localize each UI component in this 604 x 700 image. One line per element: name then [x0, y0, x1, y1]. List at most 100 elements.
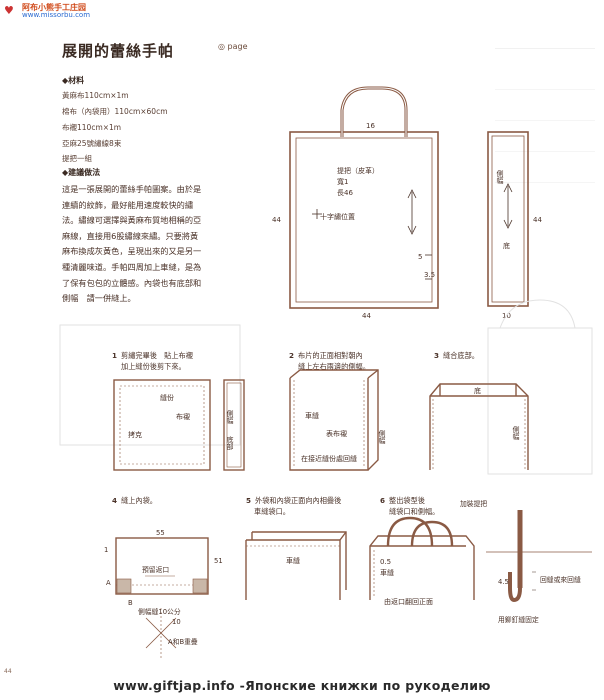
step2-hint-label: 在接近縫份處回縫	[301, 454, 357, 463]
page-title: 展開的蕾絲手帕	[62, 42, 175, 60]
suggestion-line: 麻線，直接用6股繡線來繡。只要將黃	[62, 230, 199, 241]
step6-text2: 縫袋口和側幅。	[389, 507, 439, 516]
ghost-bag	[487, 327, 593, 475]
cross-stitch-label: 十字繡位置	[320, 212, 355, 221]
step3-bottom-label: 底	[474, 386, 481, 395]
side-bottom-label: 底	[503, 241, 510, 250]
material-item: 黃麻布110cm×1m	[62, 91, 129, 100]
handle-label-1: 提把（皮革）	[337, 166, 379, 175]
suggestion-line: 連續的紋飾，最好能用速度較快的繡	[62, 199, 194, 210]
inner-5-label: 5	[418, 253, 422, 261]
handle-stitch-label: 回縫或來回縫	[540, 575, 581, 584]
rivet-icon	[517, 577, 523, 583]
step1-lace-label: 拷克	[128, 430, 142, 439]
step1-bottom-label: 底部	[226, 435, 234, 451]
suggestion-line: 法。繡線可選擇與黃麻布質地相稱的亞	[62, 215, 202, 226]
handle-45-label: 4.5	[498, 578, 509, 586]
material-item: 布襯110cm×1m	[62, 123, 122, 132]
suggestion-line: 麻布換成灰黃色，呈現出來的又是另一	[62, 246, 202, 257]
step2-edge	[367, 369, 379, 379]
add-handle-label: 加裝提把	[460, 499, 487, 508]
step1-text2: 加上縫份後剪下來。	[121, 362, 186, 371]
step1-interfacing-label: 布襯	[176, 412, 190, 421]
material-item: 棉布（內袋用）110cm×60cm	[62, 107, 168, 116]
side-panel-outline	[487, 131, 529, 307]
side-arrow-heads	[503, 183, 513, 229]
step5-edge	[339, 531, 347, 541]
watermark-line2: www.missorbu.com	[22, 11, 91, 19]
step1-seam-label: 縫份	[160, 393, 174, 402]
materials-heading: ◆材料	[62, 76, 85, 85]
arrow-heads	[407, 189, 417, 235]
step4-lining	[115, 537, 209, 595]
handle-detail-loop	[508, 572, 522, 603]
suggestion-line: 種清麗味道。手帕四周加上車縫，是為	[62, 261, 202, 272]
side-height-label: 44	[533, 216, 542, 224]
step4-corner-b	[192, 578, 208, 594]
page-label: ◎ page	[218, 42, 248, 51]
site-watermark-logo: ♥ 阿布小熊手工庄园 www.missorbu.com	[4, 2, 124, 20]
page-label-icon: ◎	[218, 42, 225, 51]
handle-label-2: 寬1	[337, 177, 348, 186]
step6-seam-label: 車縫	[380, 568, 394, 577]
step1-side	[223, 379, 245, 471]
watermark-line1: 阿布小熊手工庄园	[22, 3, 86, 12]
material-item: 亞麻25號繡線8束	[62, 139, 122, 148]
step4-10-label: 10	[172, 618, 181, 626]
handle-fix-label: 用鉚釘縫固定	[498, 615, 539, 624]
step6-handle	[386, 516, 434, 547]
ghost-shape	[59, 324, 241, 446]
step6-05-label: 0.5	[380, 558, 391, 566]
step1-panel	[113, 379, 211, 471]
step6-handle2	[410, 520, 454, 547]
suggestion-heading: ◆建議做法	[62, 168, 101, 177]
step4-51-label: 51	[214, 557, 223, 565]
step6-turn-label: 由返口翻回正面	[384, 597, 433, 606]
bag-front-outline	[289, 131, 439, 309]
bottom-width-label: 44	[362, 312, 371, 320]
step4-ab-label: A和B重疊	[168, 637, 198, 646]
handle-shape-inner	[341, 87, 407, 137]
step4-1-label: 1	[104, 546, 108, 554]
step2-seam-label: 車縫	[305, 411, 319, 420]
suggestion-text: 這是一張展開的蕾絲手帕圖案。由於是 連續的紋飾，最好能用速度較快的繡 法。繡線可…	[62, 182, 242, 307]
page-number: 44	[4, 668, 12, 675]
top-width-label: 16	[366, 122, 375, 130]
inner-35-label: 3.5	[424, 271, 435, 279]
step4-a-label: A	[106, 579, 111, 587]
ghost-text-area	[495, 40, 595, 270]
left-height-label: 44	[272, 216, 281, 224]
bird-icon: ♥	[4, 4, 14, 17]
suggestion-line: 了保有包包的立體感。內袋也有底部和	[62, 277, 202, 288]
material-item: 提把一組	[62, 154, 92, 163]
suggestion-line: 側幅 請一併縫上。	[62, 293, 136, 304]
step2-outer-label: 表布襯	[326, 429, 347, 438]
bag-front-inner	[295, 137, 433, 303]
side-label: 側幅	[496, 169, 504, 185]
step4-side-width-label: 側幅縫10公分	[138, 607, 181, 616]
step4-width-label: 55	[156, 529, 165, 537]
step2-side-label: 側幅	[378, 429, 386, 445]
step1-side-label: 側幅	[226, 409, 234, 425]
side-panel-inner	[491, 135, 525, 303]
step6-bag	[369, 535, 475, 600]
footer-watermark: www.giftjap.info -Японские книжки по рук…	[113, 678, 491, 693]
step3-side-label: 側幅	[512, 425, 520, 441]
step5-seam-label: 車縫	[286, 556, 300, 565]
step1-side-inner	[226, 382, 242, 468]
step5-bag	[245, 539, 341, 600]
suggestion-line: 這是一張展開的蕾絲手帕圖案。由於是	[62, 184, 202, 194]
handle-label-3: 長46	[337, 189, 353, 197]
step1-panel-seam	[119, 385, 205, 465]
step2-text2: 縫上左右兩邊的側幅。	[298, 362, 370, 371]
step5-text2: 車縫袋口。	[254, 507, 290, 516]
handle-detail-dims	[532, 571, 536, 591]
step4-b-label: B	[128, 599, 133, 607]
